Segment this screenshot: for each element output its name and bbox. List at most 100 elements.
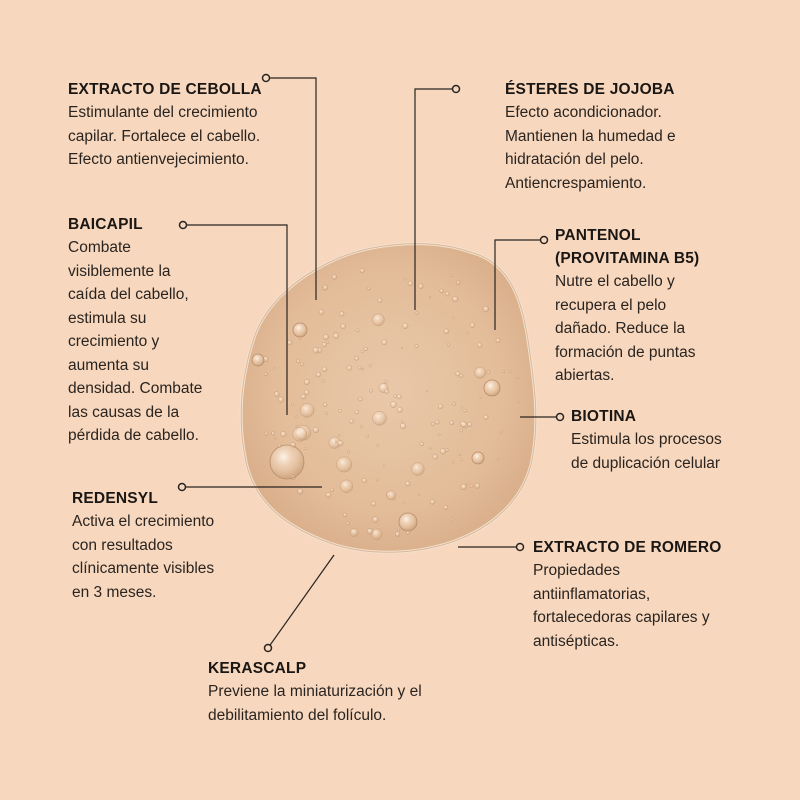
gel-bubble [460, 457, 464, 462]
gel-bubble [460, 406, 463, 409]
gel-bubble [452, 402, 456, 406]
dot-cebolla [261, 73, 271, 83]
gel-bubble [483, 414, 489, 420]
gel-bubble [397, 527, 401, 531]
dot-romero [515, 542, 525, 552]
leader-cebolla [266, 77, 317, 300]
gel-bubble [499, 429, 503, 433]
gel-bubble [264, 431, 269, 436]
gel-bubble [383, 464, 386, 468]
gel-bubble [331, 274, 338, 280]
gel-bubble [300, 394, 307, 400]
gel-bubble-large [251, 353, 265, 367]
gel-bubble [437, 433, 441, 437]
text-line: KERASCALP [208, 660, 307, 677]
gel-bubble [303, 414, 307, 418]
text-line: Estimula los procesos [571, 431, 722, 448]
gel-bubble [277, 396, 285, 403]
gel-bubble [323, 402, 328, 407]
gel-bubble [321, 379, 325, 383]
gel-bubble [495, 337, 501, 343]
gel-bubble [358, 366, 362, 370]
gel-bubble [439, 448, 446, 455]
text-line: dañado. Reduce la [555, 320, 686, 337]
text-line: Activa el crecimiento [72, 513, 215, 530]
text-line: clínicamente visibles [72, 560, 215, 577]
gel-bubble [325, 492, 332, 498]
text-line: Combate [68, 239, 131, 256]
gel-bubble-large [471, 451, 485, 465]
ingredient-title: PANTENOL(PROVITAMINA B5) [555, 224, 699, 270]
gel-bubble [338, 434, 341, 437]
gel-bubble [372, 411, 387, 426]
gel-bubble [304, 446, 308, 451]
text-line: Nutre el cabello y [555, 273, 675, 290]
gel-bubble [449, 274, 453, 278]
gel-bubble [418, 283, 424, 289]
gel-bubble [404, 277, 407, 281]
gel-bubble [334, 331, 337, 334]
gel-bubble [383, 380, 388, 384]
gel-bubble [315, 371, 322, 378]
leader-kerascalp [267, 554, 335, 649]
gel-drop [239, 242, 538, 554]
gel-bubble [368, 364, 372, 368]
text-line: antiinflamatorias, [533, 585, 651, 603]
gel-bubble [323, 334, 329, 341]
text-line: hidratación del pelo. [505, 151, 644, 168]
gel-bubble [465, 331, 469, 335]
gel-bubble [407, 280, 413, 287]
gel-bubble-large [292, 322, 308, 338]
gel-bubble [463, 408, 468, 413]
ingredient-title: REDENSYL [72, 487, 214, 510]
gel-bubble [291, 402, 295, 406]
gel-bubble [402, 322, 409, 329]
gel-bubble [329, 487, 334, 492]
text-line: capilar. Fortalece el cabello. [68, 127, 261, 145]
gel-bubble [324, 411, 329, 416]
text-line: Estimulante del crecimiento [68, 104, 258, 121]
gel-bubble [376, 443, 380, 447]
text-line: Efecto acondicionador. [505, 104, 662, 121]
gel-bubble [456, 280, 461, 285]
text-line: aumenta su [68, 356, 149, 374]
ingredient-jojoba: ÉSTERES DE JOJOBA Efecto acondicionador.… [505, 78, 676, 195]
gel-bubble [393, 394, 398, 398]
text-line: Propiedades [533, 562, 621, 579]
gel-bubble [369, 388, 373, 393]
gel-bubble-large [269, 444, 305, 480]
gel-bubble [372, 313, 385, 327]
gel-bubble [339, 311, 345, 317]
gel-bubble [443, 328, 450, 335]
gel-bubble [273, 437, 277, 440]
text-line: abiertas. [555, 367, 615, 384]
gel-bubble [459, 420, 467, 428]
ingredient-title: BAICAPIL [68, 213, 202, 236]
gel-bubble [444, 291, 450, 297]
leader-baicapil [183, 224, 288, 415]
text-line: Previene la miniaturización y el [208, 683, 422, 700]
gel-bubble [354, 356, 359, 361]
gel-bubble [349, 418, 354, 424]
gel-bubble [366, 528, 374, 535]
gel-rim [240, 243, 537, 553]
gel-bubble [425, 389, 429, 393]
text-line: REDENSYL [72, 490, 159, 507]
gel-bubble [340, 323, 346, 330]
gel-bubble [366, 434, 369, 438]
gel-bubble [419, 441, 424, 447]
gel-bubble [411, 462, 425, 476]
gel-bubble [466, 482, 469, 485]
dot-pantenol [539, 235, 549, 245]
text-line: en 3 meses. [72, 583, 157, 601]
gel-bubble [477, 342, 483, 348]
text-line: estimula su [68, 309, 147, 327]
gel-bubble [346, 365, 353, 371]
leader-lines [182, 77, 560, 649]
gel-bubble [295, 425, 299, 428]
gel-bubble [474, 366, 487, 379]
